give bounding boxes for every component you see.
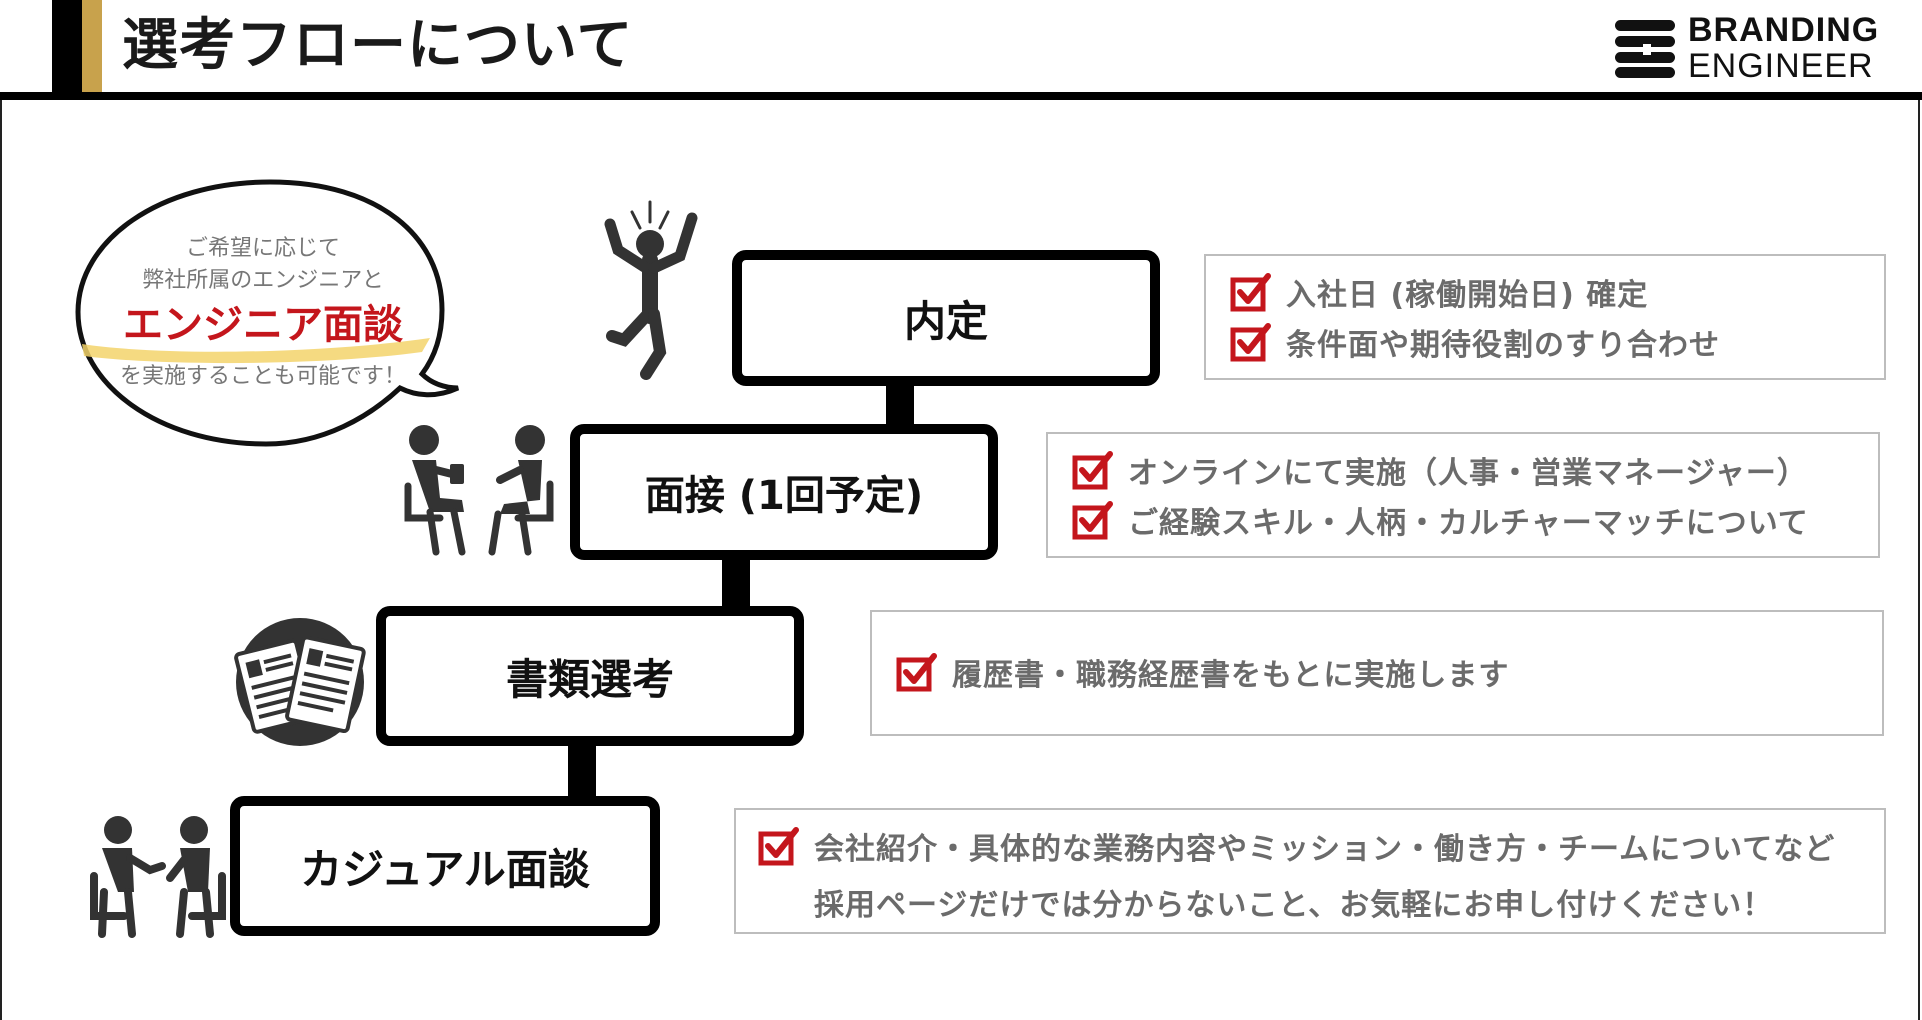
step-document-screening-label: 書類選考 (505, 654, 674, 704)
detail-text: 採用ページだけでは分からないこと、お気軽にお申し付けください！ (814, 888, 1774, 923)
step-offer: 内定 (732, 250, 1160, 386)
checkbox-checked-icon (1072, 501, 1113, 540)
step-interview: 面接 (1回予定) (570, 424, 998, 560)
detail-text: 会社紹介・具体的な業務内容やミッション・働き方・チームについてなど (814, 832, 1836, 867)
bubble-line-1: ご希望に応じて (185, 236, 340, 261)
step-casual-interview-label: カジュアル面談 (300, 844, 590, 894)
frame-left (0, 0, 2, 1020)
list-item: オンラインにて実施（人事・営業マネージャー） (1072, 448, 1808, 492)
bubble-highlight: エンジニア面談 (123, 302, 403, 348)
interview-details-box: オンラインにて実施（人事・営業マネージャー） ご経験スキル・人柄・カルチャーマッ… (1046, 432, 1880, 558)
step-casual-interview: カジュアル面談 (230, 796, 660, 936)
step-interview-label: 面接 (1回予定) (644, 473, 924, 519)
logo-line-1: BRANDING (1688, 11, 1880, 49)
detail-text: 条件面や期待役割のすり合わせ (1286, 328, 1720, 363)
header-black-bar (52, 0, 82, 94)
bubble-line-3: を実施することも可能です！ (119, 364, 406, 389)
detail-text: ご経験スキル・人柄・カルチャーマッチについて (1128, 506, 1809, 541)
list-item: 入社日 (稼働開始日) 確定 (1230, 270, 1648, 314)
checkbox-checked-icon (1230, 273, 1271, 312)
list-item: 会社紹介・具体的な業務内容やミッション・働き方・チームについてなど (758, 824, 1835, 868)
company-logo-text: BRANDING ENGINEER (1688, 12, 1879, 84)
documents-icon (232, 612, 372, 752)
frame-right (1918, 0, 1920, 1020)
header-gold-bar (82, 0, 102, 94)
step-connector (568, 736, 596, 802)
slide-header (0, 0, 1922, 98)
speech-bubble: ご希望に応じて 弊社所属のエンジニアと エンジニア面談 を実施することも可能です… (70, 178, 470, 458)
list-item: ご経験スキル・人柄・カルチャーマッチについて (1072, 498, 1809, 542)
detail-text: 入社日 (稼働開始日) 確定 (1286, 278, 1649, 313)
header-divider (0, 92, 1922, 100)
celebrating-person-icon (600, 198, 710, 392)
offer-details-box: 入社日 (稼働開始日) 確定 条件面や期待役割のすり合わせ (1204, 254, 1886, 380)
checkbox-checked-icon (896, 653, 937, 692)
checkbox-checked-icon (1072, 451, 1113, 490)
document-screening-details-box: 履歴書・職務経歴書をもとに実施します (870, 610, 1884, 736)
page-title: 選考フローについて (122, 13, 634, 78)
interview-people-icon (400, 420, 560, 564)
casual-interview-details-box: 会社紹介・具体的な業務内容やミッション・働き方・チームについてなど 採用ページだ… (734, 808, 1886, 934)
bubble-line-2: 弊社所属のエンジニアと (142, 268, 384, 293)
list-item: 履歴書・職務経歴書をもとに実施します (896, 650, 1509, 694)
checkbox-checked-icon (1230, 323, 1271, 362)
checkbox-checked-icon (758, 827, 799, 866)
step-document-screening: 書類選考 (376, 606, 804, 746)
casual-talk-icon (88, 812, 228, 942)
logo-line-2: ENGINEER (1688, 47, 1874, 85)
detail-text: 履歴書・職務経歴書をもとに実施します (952, 658, 1510, 693)
branding-engineer-logo-icon (1615, 20, 1675, 82)
step-connector (722, 552, 750, 612)
detail-text: オンラインにて実施（人事・営業マネージャー） (1128, 456, 1808, 491)
step-offer-label: 内定 (903, 296, 988, 346)
list-item: 条件面や期待役割のすり合わせ (1230, 320, 1720, 364)
